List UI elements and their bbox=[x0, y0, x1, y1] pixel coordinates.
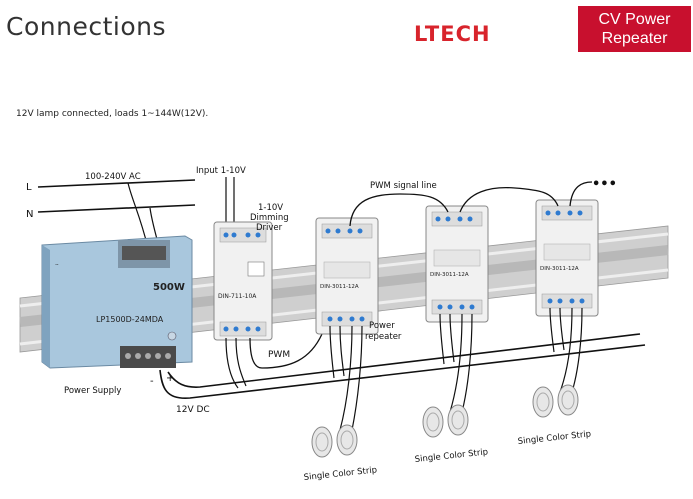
label-dc: 12V DC bbox=[176, 405, 210, 415]
strip-reels-2 bbox=[422, 404, 469, 438]
label-strip-3: Single Color Strip bbox=[517, 429, 591, 447]
power-supply: ~ 500W LP1500D-24MDA bbox=[41, 235, 193, 369]
label-strip-2: Single Color Strip bbox=[414, 447, 488, 465]
label-dimming-3: Driver bbox=[256, 223, 283, 233]
dimming-driver: DIN-711-10A bbox=[213, 221, 273, 341]
driver-model: DIN-711-10A bbox=[218, 293, 257, 300]
label-l: L bbox=[26, 182, 32, 193]
label-minus: - bbox=[150, 376, 154, 387]
label-pwm-signal: PWM signal line bbox=[370, 181, 437, 191]
dc-bus bbox=[159, 333, 646, 399]
label-strip-1: Single Color Strip bbox=[303, 465, 377, 483]
label-n: N bbox=[26, 209, 33, 220]
label-repeater-2: repeater bbox=[365, 332, 402, 342]
badge-line-2: Repeater bbox=[601, 30, 668, 47]
svg-text:~: ~ bbox=[55, 263, 59, 268]
label-dimming-1: 1-10V bbox=[258, 203, 283, 213]
repeater-1: DIN-3011-12A bbox=[315, 217, 379, 335]
strip-reels-1 bbox=[311, 424, 358, 458]
load-note: 12V lamp connected, loads 1~144W(12V). bbox=[16, 109, 209, 119]
product-badge: CV Power Repeater bbox=[578, 6, 691, 52]
repeater-3: DIN-3011-12A bbox=[535, 199, 599, 317]
page-title: Connections bbox=[6, 12, 166, 41]
label-pwm: PWM bbox=[268, 350, 290, 360]
psu-watt: 500W bbox=[153, 282, 185, 293]
label-plus: + bbox=[166, 373, 174, 384]
brand-logo: LTECH bbox=[414, 22, 491, 46]
psu-model: LP1500D-24MDA bbox=[96, 315, 164, 324]
strip-reels-3 bbox=[532, 384, 579, 418]
repeater-1-model: DIN-3011-12A bbox=[320, 284, 359, 290]
repeater-wiring bbox=[329, 307, 583, 431]
repeater-3-model: DIN-3011-12A bbox=[540, 266, 579, 272]
label-input: Input 1-10V bbox=[196, 166, 246, 176]
more-indicator: ••• bbox=[592, 177, 617, 192]
label-power-supply: Power Supply bbox=[64, 386, 121, 396]
label-ac: 100-240V AC bbox=[85, 172, 141, 182]
pwm-signal-line bbox=[349, 181, 593, 227]
badge-line-1: CV Power bbox=[598, 11, 671, 28]
repeater-2-model: DIN-3011-12A bbox=[430, 272, 469, 278]
repeater-2: DIN-3011-12A bbox=[425, 205, 489, 323]
label-repeater-1: Power bbox=[369, 321, 395, 331]
label-dimming-2: Dimming bbox=[250, 213, 289, 223]
